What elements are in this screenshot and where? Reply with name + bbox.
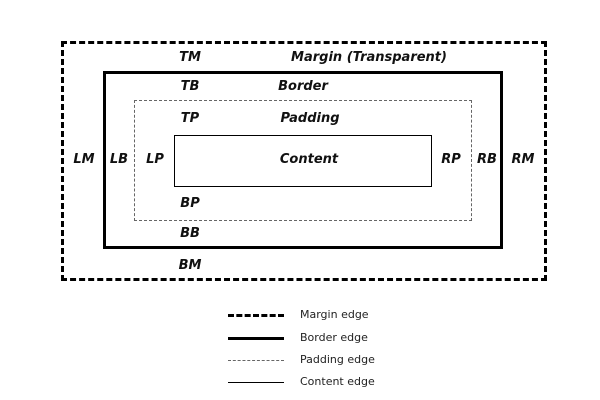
- bottom-padding-label: BP: [180, 196, 200, 211]
- margin-title-label: Margin (Transparent): [291, 50, 447, 65]
- top-border-label: TB: [180, 79, 200, 94]
- legend-content-edge-line: [228, 382, 284, 383]
- bottom-margin-label: BM: [178, 258, 202, 273]
- left-margin-label: LM: [73, 152, 95, 167]
- border-edge-box: [103, 71, 503, 249]
- legend-content-edge-label: Content edge: [300, 375, 375, 388]
- content-title-label: Content: [279, 152, 339, 167]
- padding-title-label: Padding: [280, 111, 340, 126]
- legend-border-edge-label: Border edge: [300, 331, 368, 344]
- legend-margin-edge-line: [228, 314, 284, 317]
- right-padding-label: RP: [441, 152, 461, 167]
- top-padding-label: TP: [180, 111, 200, 126]
- right-margin-label: RM: [511, 152, 535, 167]
- legend-padding-edge-label: Padding edge: [300, 353, 375, 366]
- content-edge-box: [174, 135, 432, 187]
- legend-border-edge-line: [228, 337, 284, 340]
- top-margin-label: TM: [179, 50, 201, 65]
- padding-edge-box: [134, 100, 472, 221]
- bottom-border-label: BB: [180, 226, 200, 241]
- border-title-label: Border: [278, 79, 328, 94]
- left-border-label: LB: [109, 152, 129, 167]
- right-border-label: RB: [477, 152, 497, 167]
- margin-edge-box: [61, 41, 547, 281]
- left-padding-label: LP: [146, 152, 164, 167]
- legend-padding-edge-line: [228, 360, 284, 361]
- legend-margin-edge-label: Margin edge: [300, 308, 369, 321]
